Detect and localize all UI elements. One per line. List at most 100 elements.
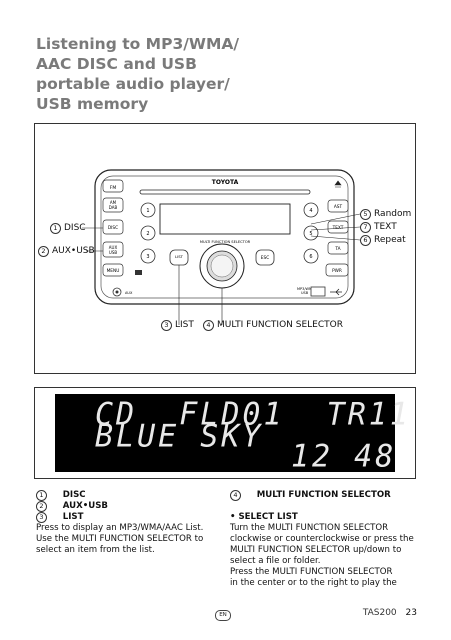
random-leader — [310, 213, 361, 225]
page-number: 23 — [405, 608, 417, 618]
callout-number: 1 — [50, 223, 61, 234]
item-number: 1 — [36, 490, 47, 501]
am-dab-button — [102, 197, 124, 213]
item-mfs: 4 MULTI FUNCTION SELECTOR — [230, 490, 420, 501]
ta-label: TA — [334, 246, 340, 252]
lcd-clock: 12 48 — [291, 438, 397, 475]
fm-button — [102, 179, 124, 193]
head-unit-figure-frame — [34, 123, 416, 374]
mfs-knob-center — [210, 254, 234, 278]
text-label: TEXT — [332, 225, 344, 231]
esc-label: ESC — [261, 255, 269, 261]
item-list: 3 LIST — [36, 512, 216, 523]
eject-icon — [334, 180, 342, 188]
text-button — [327, 220, 349, 234]
repeat-leader — [310, 235, 361, 241]
brand-label: TOYOTA — [212, 179, 239, 186]
usb-icon — [330, 288, 342, 296]
right-column: 4 MULTI FUNCTION SELECTOR • SELECT LIST … — [230, 490, 420, 589]
body-text: select a file or folder. — [230, 556, 321, 566]
callout-number: 4 — [203, 320, 214, 331]
aux-jack-label: AUX — [125, 291, 133, 295]
preset-1-label: 1 — [146, 208, 149, 214]
callout-label: Repeat — [374, 235, 406, 245]
text-leader — [310, 226, 361, 231]
preset-1-button — [140, 202, 156, 218]
callout-number: 7 — [360, 222, 371, 233]
disc-label: DISC — [108, 225, 118, 231]
model-name: TAS200 — [362, 608, 397, 618]
list-label: LIST — [175, 254, 184, 259]
preset-5-label: 5 — [309, 231, 312, 237]
title-line: Listening to MP3/WMA/ — [36, 35, 240, 53]
page-title: Listening to MP3/WMA/ AAC DISC and USB p… — [36, 34, 296, 114]
item-aux-usb: 2 AUX•USB — [36, 501, 216, 512]
mfs-caption: MULTI FUNCTION SELECTOR — [200, 240, 251, 244]
ast-label: AST — [334, 204, 343, 210]
item-label: AUX•USB — [62, 501, 108, 511]
left-column: 1 DISC 2 AUX•USB 3 LIST Press to display… — [36, 490, 216, 556]
item-number: 4 — [230, 490, 241, 501]
mp3-logo: MP3/WMA/AAC — [297, 287, 323, 291]
preset-4-button — [303, 202, 319, 218]
title-line: portable audio player/ — [36, 75, 230, 93]
lcd-line-1: CD FLD01 TR11 — [95, 396, 411, 433]
dab-label: DAB — [109, 205, 118, 210]
preset-6-label: 6 — [309, 254, 312, 260]
callout-number: 5 — [360, 209, 371, 220]
item-number: 2 — [36, 501, 47, 512]
callout-label: LIST — [175, 320, 194, 330]
disc-button — [102, 219, 124, 235]
preset-3-button — [140, 248, 156, 264]
fm-label: FM — [110, 185, 117, 191]
callout-label: DISC — [64, 223, 86, 233]
display-window — [159, 203, 291, 235]
usb-port-label: USB — [301, 291, 309, 295]
preset-2-button — [140, 225, 156, 241]
callout-number: 6 — [360, 235, 371, 246]
callout-label: TEXT — [374, 222, 397, 232]
preset-3-label: 3 — [146, 254, 149, 260]
pwr-button — [325, 263, 349, 277]
ta-button — [327, 241, 349, 255]
aux-usb-button — [102, 241, 124, 258]
body-text: select an item from the list. — [36, 545, 155, 555]
head-unit-body — [94, 169, 355, 305]
ast-button — [327, 199, 349, 213]
callout-label: AUX•USB — [52, 246, 95, 256]
menu-label: MENU — [107, 268, 120, 274]
callout-number: 2 — [38, 246, 49, 257]
body-text: in the center or to the right to play th… — [230, 578, 397, 588]
lcd-display: CD FLD01 TR11 BLUE SKY 12 48 — [55, 394, 408, 475]
select-list-heading: • SELECT LIST — [230, 512, 298, 522]
am-label: AM — [110, 200, 117, 205]
callout-label: Random — [374, 209, 412, 219]
pwr-label: PWR — [332, 268, 342, 274]
body-text: MULTI FUNCTION SELECTOR up/down to — [230, 545, 402, 555]
esc-button — [255, 249, 275, 266]
body-text: clockwise or counterclockwise or press t… — [230, 534, 414, 544]
callout-label: MULTI FUNCTION SELECTOR — [217, 320, 343, 330]
aux-label: AUX — [109, 245, 118, 250]
item-number: 3 — [36, 512, 47, 523]
title-line: USB memory — [36, 95, 149, 113]
body-text: Turn the MULTI FUNCTION SELECTOR — [230, 523, 389, 533]
disc-slot — [139, 189, 311, 195]
body-text: Press the MULTI FUNCTION SELECTOR — [230, 567, 393, 577]
aux-jack-hole — [115, 290, 119, 294]
item-label: DISC — [62, 490, 86, 500]
title-line: AAC DISC and USB — [36, 55, 197, 73]
page-footer: TAS200 23 — [363, 608, 417, 618]
preset-2-label: 2 — [146, 231, 149, 237]
display-figure-frame — [34, 387, 416, 479]
item-label: MULTI FUNCTION SELECTOR — [256, 490, 391, 500]
menu-button — [102, 263, 124, 277]
